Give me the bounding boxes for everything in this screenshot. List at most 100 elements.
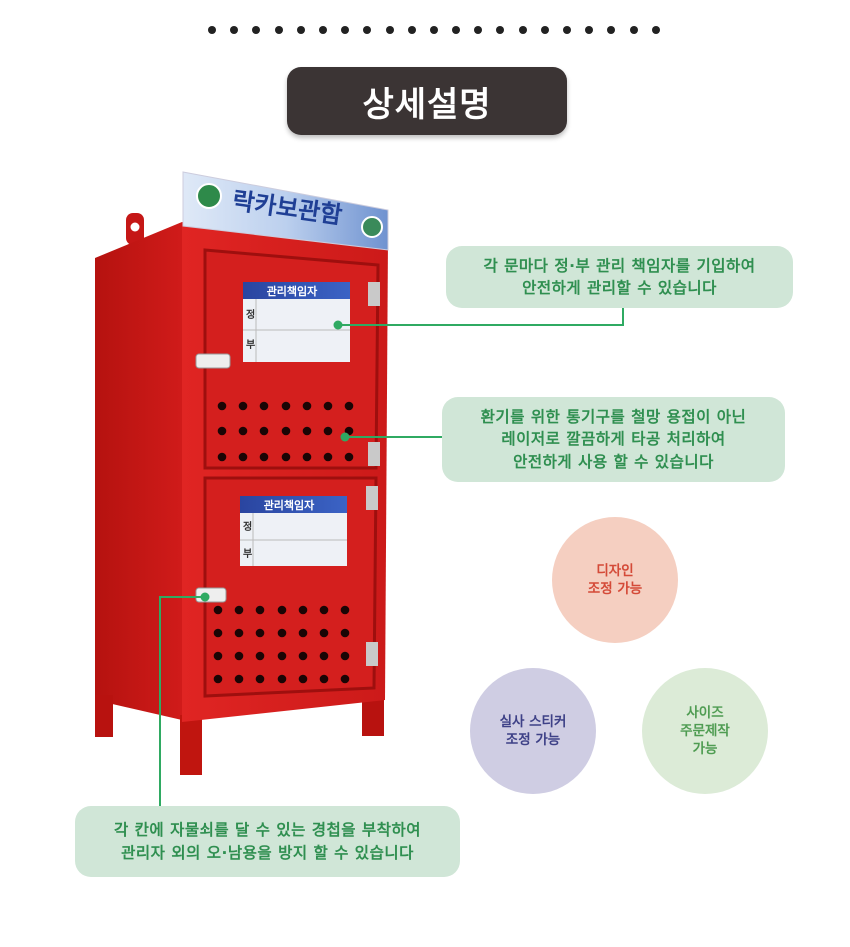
feature-size: 사이즈 주문제작 가능 [642, 668, 768, 794]
vent-hole [277, 628, 287, 638]
vent-hole [340, 628, 350, 638]
vent-hole [298, 651, 308, 661]
dot [496, 26, 505, 34]
label-card: 관리책임자 정 부 [240, 496, 347, 566]
dot [318, 26, 327, 34]
vent-hole [344, 401, 354, 411]
vent-hole [277, 651, 287, 661]
dot [563, 26, 571, 34]
vent-hole [340, 674, 350, 684]
vent-hole [213, 674, 223, 684]
feature-line: 주문제작 [680, 722, 730, 739]
hanging-ring [126, 213, 144, 245]
vent-hole [259, 426, 269, 436]
vent-hole [259, 452, 269, 462]
vent-hole [217, 452, 227, 462]
callout-line: 각 문마다 정·부 관리 책임자를 기입하여 [483, 256, 756, 275]
feature-line: 디자인 [596, 562, 634, 579]
vent-hole [302, 426, 312, 436]
vent-hole [319, 651, 329, 661]
vent-hole [255, 674, 265, 684]
vent-hole [238, 401, 248, 411]
callout-line: 각 칸에 자물쇠를 달 수 있는 경첩을 부착하여 [114, 821, 421, 840]
sign-emblem-icon [361, 216, 383, 238]
lower-door: 관리책임자 정 부 [195, 476, 378, 698]
vent-hole [234, 674, 244, 684]
svg-text:정: 정 [246, 308, 255, 321]
callout-lock-hasp: 각 칸에 자물쇠를 달 수 있는 경첩을 부착하여 관리자 외의 오·남용을 방… [75, 806, 460, 877]
svg-text:부: 부 [243, 548, 252, 560]
svg-text:관리책임자: 관리책임자 [264, 498, 315, 512]
feature-line: 사이즈 [686, 704, 724, 721]
vent-hole [238, 426, 248, 436]
feature-line: 조정 가능 [587, 581, 643, 597]
label-card: 관리책임자 정 부 [243, 282, 350, 362]
vent-hole [281, 426, 291, 436]
svg-text:관리책임자: 관리책임자 [267, 284, 318, 298]
vent-hole [298, 674, 308, 684]
dot [429, 26, 438, 34]
feature-line: 가능 [692, 741, 718, 758]
sign-logo-icon [196, 183, 222, 209]
feature-sticker: 실사 스티커 조정 가능 [470, 668, 596, 794]
vent-hole [234, 628, 244, 638]
vent-hole [281, 452, 291, 462]
dot [208, 26, 216, 34]
feature-line: 실사 스티커 [499, 713, 567, 730]
ventilation-holes [213, 605, 350, 684]
hinge [368, 282, 380, 306]
lock-hasp [195, 587, 227, 603]
vent-hole [238, 452, 248, 462]
vent-hole [213, 605, 223, 615]
vent-hole [217, 426, 227, 436]
dot [385, 26, 394, 34]
dot [296, 26, 305, 34]
vent-hole [255, 605, 265, 615]
vent-hole [234, 605, 244, 615]
upper-door: 관리책임자 정 부 [195, 248, 380, 470]
vent-hole [298, 628, 308, 638]
callout-ventilation: 환기를 위한 통기구를 철망 용접이 아닌 레이저로 깔끔하게 타공 처리하여 … [442, 397, 785, 482]
dot [629, 26, 638, 34]
ventilation-holes [217, 401, 354, 462]
vent-hole [234, 651, 244, 661]
vent-hole [340, 605, 350, 615]
vent-hole [213, 651, 223, 661]
callout-connectors [159, 308, 624, 806]
callout-dot [340, 432, 350, 442]
vent-hole [277, 674, 287, 684]
callout-dot [333, 320, 343, 330]
dot [518, 26, 527, 34]
dot [274, 26, 283, 34]
dot [474, 26, 483, 34]
leg [95, 695, 113, 737]
svg-text:부: 부 [246, 339, 255, 351]
dot [585, 26, 594, 34]
callout-line: 관리자 외의 오·남용을 방지 할 수 있습니다 [121, 843, 414, 862]
vent-hole [259, 401, 269, 411]
dot [651, 26, 660, 34]
svg-text:정: 정 [243, 520, 252, 533]
vent-hole [344, 452, 354, 462]
vent-hole [217, 401, 227, 411]
vent-hole [213, 628, 223, 638]
vent-hole [323, 401, 333, 411]
callout-label-card: 각 문마다 정·부 관리 책임자를 기입하여 안전하게 관리할 수 있습니다 [446, 246, 793, 308]
hinge [366, 642, 378, 666]
vent-hole [323, 452, 333, 462]
feature-line: 조정 가능 [505, 732, 561, 748]
callout-line: 안전하게 사용 할 수 있습니다 [513, 452, 714, 471]
dot [363, 26, 372, 34]
hinge [366, 486, 378, 510]
callout-line: 레이저로 깔끔하게 타공 처리하여 [501, 430, 726, 449]
callout-line: 환기를 위한 통기구를 철망 용접이 아닌 [480, 407, 747, 426]
vent-hole [323, 426, 333, 436]
vent-hole [281, 401, 291, 411]
vent-hole [302, 452, 312, 462]
vent-hole [319, 628, 329, 638]
vent-hole [302, 401, 312, 411]
dot [252, 26, 261, 34]
decorative-dots [208, 26, 660, 34]
callout-dot [200, 592, 210, 602]
